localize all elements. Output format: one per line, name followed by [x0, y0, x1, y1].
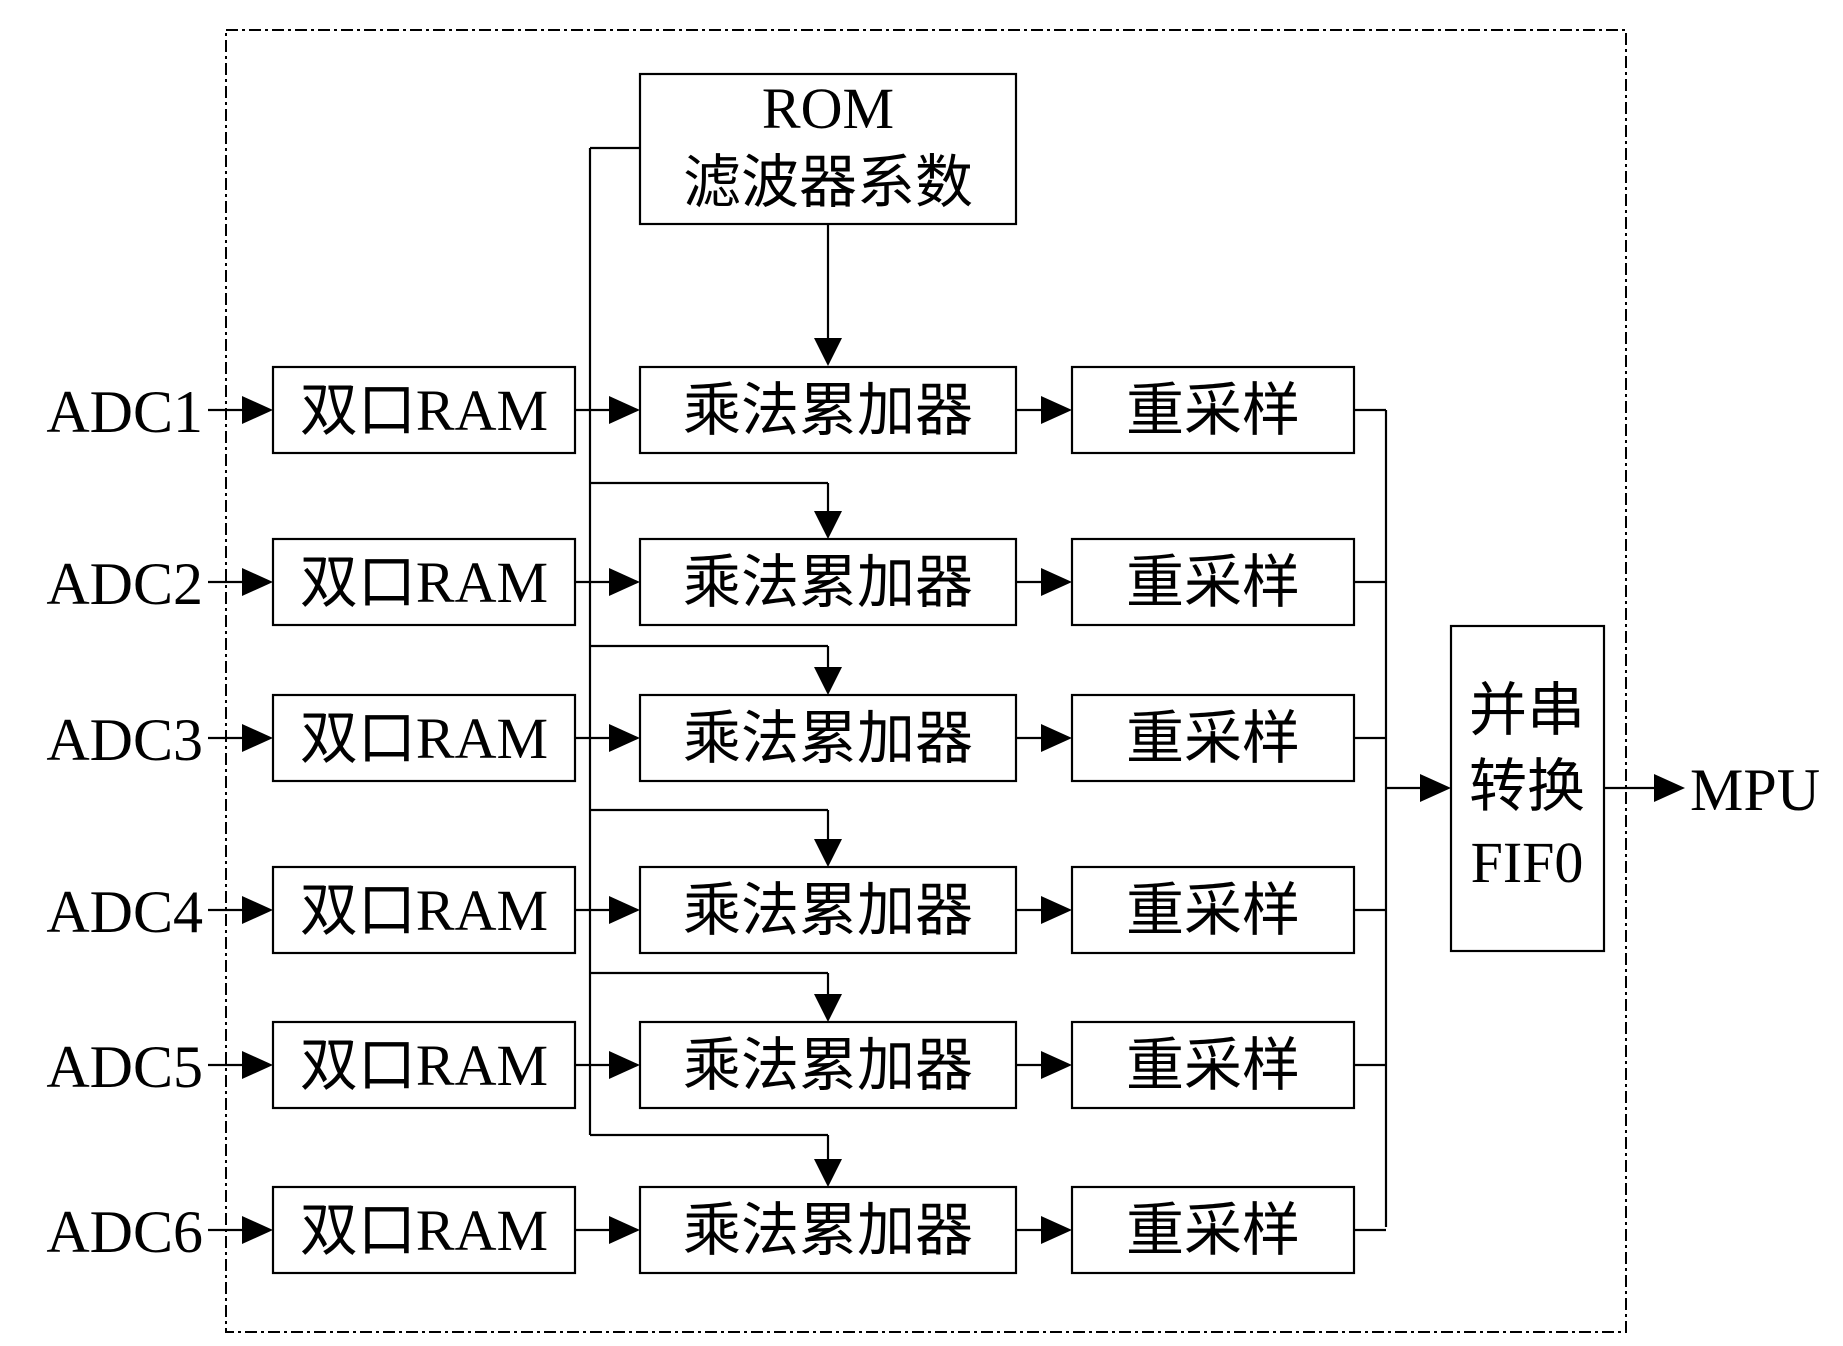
mac-box [638, 693, 1018, 783]
module-boundary [225, 29, 1627, 1333]
rom-bus [588, 146, 842, 1135]
rom-box [638, 72, 1018, 226]
mac-label: 乘法累加器 [683, 1033, 973, 1098]
mac-box [638, 1020, 1018, 1110]
channel-row: ADC3 双口RAM 乘法累加器 重采样 [46, 644, 1386, 783]
mpu-output: MPU [1604, 757, 1820, 823]
adc-label: ADC1 [46, 379, 203, 445]
mac-label: 乘法累加器 [683, 1198, 973, 1263]
dual-port-ram-label: 双口RAM [300, 1033, 548, 1098]
adc-label: ADC4 [46, 879, 203, 945]
dual-port-ram-box [271, 1020, 577, 1110]
fifo-label-line3: FIF0 [1471, 830, 1584, 895]
dual-port-ram-box [271, 693, 577, 783]
adc-label: ADC6 [46, 1199, 203, 1265]
resample-box [1070, 1185, 1356, 1275]
dual-port-ram-label: 双口RAM [300, 550, 548, 615]
rom-label: ROM [762, 76, 894, 141]
mac-box [638, 1185, 1018, 1275]
mac-label: 乘法累加器 [683, 550, 973, 615]
mac-label: 乘法累加器 [683, 706, 973, 771]
channel-row: ADC1 双口RAM 乘法累加器 重采样 [46, 365, 1386, 455]
dual-port-ram-label: 双口RAM [300, 706, 548, 771]
mac-box [638, 365, 1018, 455]
adc-label: ADC2 [46, 551, 203, 617]
dual-port-ram-label: 双口RAM [300, 878, 548, 943]
resample-box [1070, 365, 1356, 455]
fifo-box [1449, 624, 1606, 953]
dual-port-ram-box [271, 1185, 577, 1275]
mac-label: 乘法累加器 [683, 878, 973, 943]
dual-port-ram-box [271, 365, 577, 455]
adc-label: ADC5 [46, 1034, 203, 1100]
mac-label: 乘法累加器 [683, 378, 973, 443]
channel-row: ADC6 双口RAM 乘法累加器 重采样 [46, 1133, 1386, 1275]
channel-row: ADC2 双口RAM 乘法累加器 重采样 [46, 481, 1386, 627]
channel-row: ADC4 双口RAM 乘法累加器 重采样 [46, 808, 1386, 955]
resample-label: 重采样 [1126, 706, 1300, 771]
dual-port-ram-box [271, 865, 577, 955]
rom-block: ROM 滤波器系数 [638, 72, 1018, 226]
resample-box [1070, 537, 1356, 627]
merge-bus [1384, 410, 1451, 1227]
resample-label: 重采样 [1126, 378, 1300, 443]
adc-label: ADC3 [46, 707, 203, 773]
rom-coefficients-label: 滤波器系数 [683, 150, 973, 215]
resample-label: 重采样 [1126, 878, 1300, 943]
fifo-label-line2: 转换 [1469, 754, 1585, 819]
dual-port-ram-label: 双口RAM [300, 1198, 548, 1263]
fifo-label-line1: 并串 [1469, 678, 1585, 743]
parallel-serial-fifo-block: 并串 转换 FIF0 [1449, 624, 1606, 953]
mpu-label: MPU [1690, 757, 1820, 823]
resample-box [1070, 693, 1356, 783]
resample-label: 重采样 [1126, 1033, 1300, 1098]
resample-label: 重采样 [1126, 1198, 1300, 1263]
channel-row: ADC5 双口RAM 乘法累加器 重采样 [46, 971, 1386, 1110]
resample-label: 重采样 [1126, 550, 1300, 615]
resample-box [1070, 1020, 1356, 1110]
resample-box [1070, 865, 1356, 955]
dual-port-ram-label: 双口RAM [300, 378, 548, 443]
mac-box [638, 537, 1018, 627]
